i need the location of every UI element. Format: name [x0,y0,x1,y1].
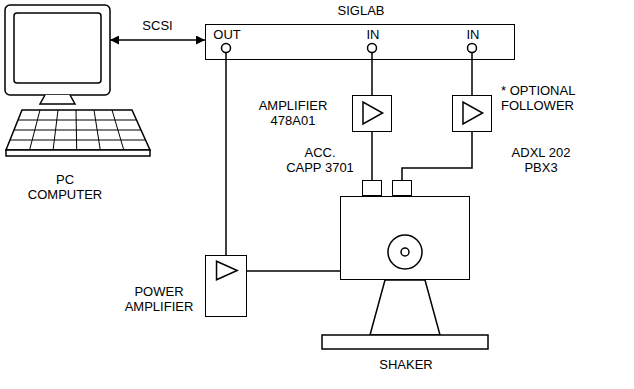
shaker-trunnion [388,235,422,269]
device-label: SHAKER [341,357,471,372]
amplifier-symbol [353,96,390,130]
signal-wire [247,270,340,272]
jack-symbols [222,44,477,61]
bus-label: SCSI [140,18,174,33]
amplifier-box: * OPTIONAL FOLLOWER [452,95,492,132]
sensor-label: ACC. CAPP 3701 [285,145,355,175]
device-label: POWER AMPLIFIER [118,284,200,314]
amplifier-triangle [217,261,238,280]
amplifier-triangle [463,102,483,124]
keyboard-edge [6,150,150,156]
sensor-box: ACC. CAPP 3701 [362,180,382,196]
jack-wire [226,53,472,61]
port-label: IN [358,27,388,42]
device-label: PC COMPUTER [25,172,105,202]
amplifier-box: POWER AMPLIFIER [205,255,247,317]
device-label: * OPTIONAL FOLLOWER [501,83,616,113]
jack-symbol [222,44,231,53]
jack-symbol [468,44,477,53]
monitor-stand [40,95,75,104]
signal-wire [225,60,227,255]
shaker-pivot [401,248,409,256]
signal-wire [371,132,373,180]
analyzer-box: SIGLABOUTININ [205,24,515,60]
computer-drawing [5,5,150,156]
sensor-label: ADXL 202 PBX3 [501,145,581,175]
signal-wire [371,60,373,95]
shaker-yoke [370,280,440,335]
amplifier-symbol [453,96,490,130]
signal-wire [471,60,473,95]
monitor-case [5,5,110,95]
sensor-box: ADXL 202 PBX3 [392,180,412,196]
computer-node: PC COMPUTER [5,5,110,95]
signal-wire [402,132,472,180]
monitor-screen [14,13,101,83]
signal-wire [110,39,205,41]
amplifier-box: AMPLIFIER 478A01 [352,95,392,132]
shaker-drawing [322,235,488,349]
keyboard-keys [10,110,146,150]
amplifier-symbol [206,256,245,285]
jack-symbol [368,44,377,53]
port-label: IN [458,27,488,42]
shaker-body: SHAKER [340,196,470,280]
port-label: OUT [207,27,247,42]
keyboard-top [6,110,150,150]
box-title: SIGLAB [206,3,516,18]
device-label: AMPLIFIER 478A01 [243,98,343,128]
amplifier-triangle [363,102,383,124]
shaker-base [322,335,488,349]
